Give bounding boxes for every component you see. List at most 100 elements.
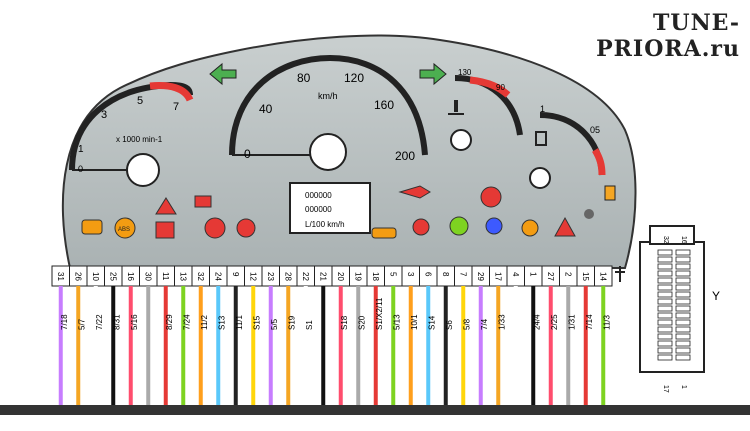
connector-pin-32: 32 bbox=[662, 236, 669, 244]
tachometer: 0 1 3 5 7 x 1000 min-1 bbox=[69, 81, 194, 187]
pin-number: 29 bbox=[476, 272, 485, 281]
abs-icon bbox=[114, 217, 136, 239]
connector-socket bbox=[675, 263, 691, 270]
wire-label: 8/29 bbox=[165, 314, 174, 330]
tach-label-3: 3 bbox=[101, 109, 107, 121]
wire-label: 1/33 bbox=[497, 314, 506, 330]
wire-label: 5/13 bbox=[392, 314, 401, 330]
wire-label: 7/14 bbox=[585, 314, 594, 330]
wire-label: 5/7 bbox=[77, 318, 86, 330]
wire-label: 5/8 bbox=[462, 318, 471, 330]
pin-number: 32 bbox=[196, 272, 205, 281]
left-turn-indicator-icon bbox=[209, 62, 237, 86]
connector-socket bbox=[657, 284, 673, 291]
oil-pressure-icon bbox=[398, 185, 431, 199]
airbag-off-icon bbox=[412, 218, 430, 236]
connector-socket bbox=[657, 291, 673, 298]
wire-label: 7/4 bbox=[480, 318, 489, 330]
pin-number: 16 bbox=[126, 272, 135, 281]
wire-label: 11/3 bbox=[602, 314, 611, 330]
pin-number: 24 bbox=[213, 272, 222, 281]
connector-socket bbox=[657, 270, 673, 277]
steering-icon bbox=[521, 219, 539, 237]
pin-number: 18 bbox=[371, 272, 380, 281]
speed-label-80: 80 bbox=[297, 71, 311, 85]
warning-lamps: ABS bbox=[81, 185, 594, 239]
temp-label-90: 90 bbox=[496, 83, 505, 92]
speed-label-40: 40 bbox=[259, 102, 273, 116]
coolant-temp-icon bbox=[448, 100, 464, 115]
pin-number: 21 bbox=[318, 272, 327, 281]
pin-number: 31 bbox=[56, 272, 65, 281]
ground-symbol-icon bbox=[615, 266, 625, 282]
connector-socket bbox=[657, 256, 673, 263]
pin-number: 19 bbox=[353, 272, 362, 281]
check-engine-icon bbox=[81, 219, 103, 235]
odometer-line-1: 000000 bbox=[305, 191, 332, 200]
pin-number: 28 bbox=[283, 272, 292, 281]
pin-number: 1 bbox=[528, 272, 537, 277]
speedometer-hub bbox=[309, 133, 347, 171]
odometer-line-2: 000000 bbox=[305, 205, 332, 214]
svg-text:ABS: ABS bbox=[118, 227, 130, 233]
battery-icon bbox=[194, 195, 212, 208]
pin-number: 6 bbox=[423, 272, 432, 277]
seatbelt-icon bbox=[236, 218, 256, 238]
pin-number: 25 bbox=[108, 272, 117, 281]
parking-brake-icon bbox=[480, 186, 502, 208]
connector-socket bbox=[675, 354, 691, 361]
pin-number: 12 bbox=[248, 272, 257, 281]
airbag-icon bbox=[155, 221, 175, 239]
tach-label-7: 7 bbox=[173, 101, 179, 113]
connector-housing: 32 16 17 1 Y bbox=[639, 225, 720, 393]
connector-pin-1: 1 bbox=[680, 385, 687, 389]
wire-label: 5/16 bbox=[130, 314, 139, 330]
connector-pin-17: 17 bbox=[662, 385, 669, 393]
tach-unit: x 1000 min-1 bbox=[116, 135, 163, 144]
connector-socket bbox=[657, 354, 673, 361]
pin-number: 27 bbox=[546, 272, 555, 281]
pin-number: 8 bbox=[441, 272, 450, 277]
connector-socket bbox=[675, 270, 691, 277]
connector-socket bbox=[657, 305, 673, 312]
pin-number: 15 bbox=[581, 272, 590, 281]
wire-label: 1/31 bbox=[567, 314, 576, 330]
connector-socket bbox=[657, 249, 673, 256]
wire-label: S13 bbox=[217, 315, 226, 330]
connector-socket bbox=[657, 263, 673, 270]
temperature-gauge: 130 90 bbox=[448, 68, 523, 151]
speed-unit: km/h bbox=[318, 91, 338, 101]
connector-socket bbox=[675, 291, 691, 298]
pin-number: 3 bbox=[406, 272, 415, 277]
pin-number: 23 bbox=[266, 272, 275, 281]
connector-socket bbox=[675, 326, 691, 333]
speedometer: 0 40 80 120 160 200 km/h bbox=[229, 54, 428, 171]
pin-number: 9 bbox=[231, 272, 240, 277]
right-turn-indicator-icon bbox=[419, 62, 447, 86]
pin-number: 4 bbox=[511, 272, 520, 277]
connector-socket bbox=[657, 347, 673, 354]
tachometer-hub bbox=[126, 153, 160, 187]
high-beam-icon bbox=[485, 217, 503, 235]
pin-number: 2 bbox=[563, 272, 572, 277]
connector-socket bbox=[657, 333, 673, 340]
connector-label: Y bbox=[712, 289, 720, 303]
watermark-line-1: TUNE- bbox=[653, 10, 740, 36]
wire-label: 24/4 bbox=[532, 314, 541, 330]
tach-label-5: 5 bbox=[137, 95, 143, 107]
connector-socket bbox=[675, 333, 691, 340]
connector-socket bbox=[675, 319, 691, 326]
wire-label: S20 bbox=[357, 315, 366, 330]
tach-label-0: 0 bbox=[78, 164, 83, 174]
indicator-lamp-icon bbox=[584, 209, 594, 219]
harness-bar bbox=[0, 405, 750, 415]
speed-label-160: 160 bbox=[374, 98, 394, 112]
hazard-warning-icon bbox=[155, 197, 177, 215]
connector-pin-16: 16 bbox=[680, 236, 687, 244]
connector-socket bbox=[657, 298, 673, 305]
wire-label: S19 bbox=[287, 315, 296, 330]
odometer-display: 000000 000000 L/100 km/h bbox=[289, 182, 371, 234]
pin-number: 7 bbox=[458, 272, 467, 277]
brake-warning-icon bbox=[204, 217, 226, 239]
